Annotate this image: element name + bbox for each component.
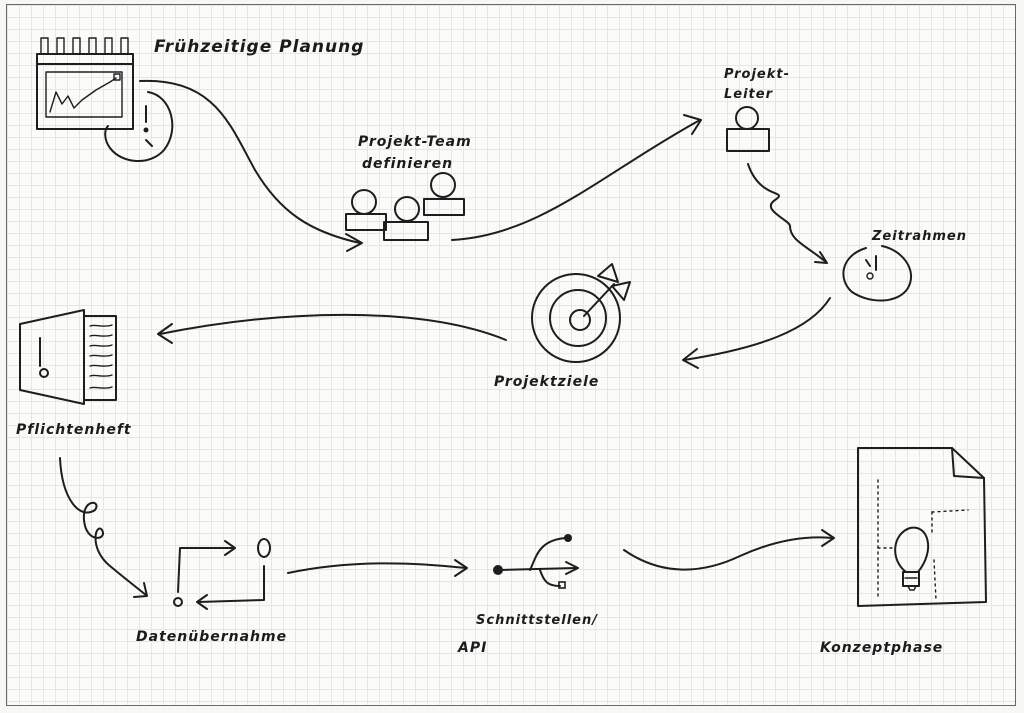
arrow-goals-to-spec bbox=[159, 313, 507, 341]
calendar-icon bbox=[36, 37, 134, 130]
label-leader-line2: Leiter bbox=[724, 87, 774, 102]
label-migration: Datenübernahme bbox=[136, 629, 287, 645]
concept-document-icon bbox=[857, 447, 987, 607]
label-api-line1: Schnittstellen/ bbox=[476, 613, 598, 628]
team-icon bbox=[345, 172, 465, 241]
label-api-line2: API bbox=[457, 640, 487, 656]
label-planning: Frühzeitige Planung bbox=[154, 37, 364, 57]
clock-icon bbox=[842, 245, 913, 302]
sketch-sheet bbox=[6, 4, 1016, 706]
leader-icon bbox=[726, 106, 770, 152]
arrow-planning-to-team bbox=[139, 79, 361, 244]
specification-icon bbox=[19, 309, 117, 405]
label-timeframe: Zeitrahmen bbox=[871, 229, 967, 244]
arrow-migration-to-api bbox=[287, 562, 467, 574]
arrow-timeframe-to-goals bbox=[683, 297, 831, 361]
label-concept: Konzeptphase bbox=[820, 640, 943, 656]
label-goals: Projektziele bbox=[494, 374, 599, 390]
label-leader-line1: Projekt- bbox=[724, 67, 790, 82]
label-team-line2: definieren bbox=[362, 156, 453, 172]
label-team-line1: Projekt-Team bbox=[358, 134, 472, 150]
data-migration-icon bbox=[173, 538, 271, 610]
usb-icon bbox=[493, 534, 579, 589]
arrow-leader-to-timeframe bbox=[747, 163, 827, 263]
target-icon bbox=[531, 263, 631, 363]
lightbulb-icon bbox=[894, 526, 929, 591]
arrow-team-to-leader bbox=[451, 119, 701, 241]
arrow-api-to-concept bbox=[623, 536, 833, 571]
arrow-spec-to-migration bbox=[59, 457, 147, 596]
alert-clock-icon bbox=[104, 91, 174, 163]
label-spec: Pflichtenheft bbox=[16, 422, 132, 438]
